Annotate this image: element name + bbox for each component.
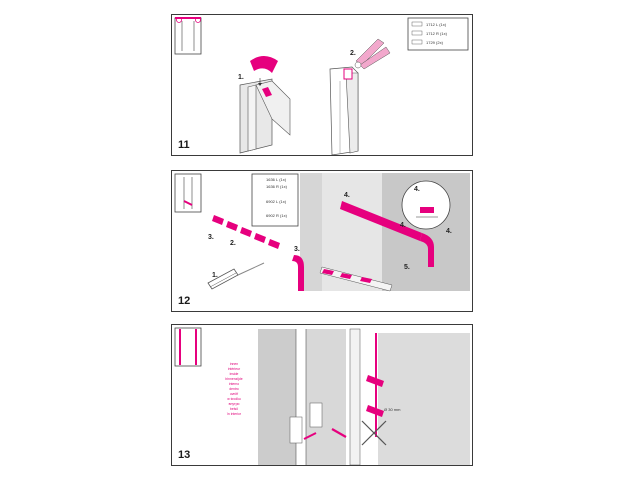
- step-12-panel: 1636 L (1x) 1636 R (1x) 6902 L (1x) 6902…: [171, 170, 473, 312]
- inside-word: interno: [229, 382, 239, 386]
- end-cap-part: [250, 56, 278, 73]
- step-11-panel: 1712 L (1x) 1712 R (1x) 1729 (2x) 1. 2. …: [171, 14, 473, 156]
- inside-word: intérieur: [228, 367, 241, 371]
- pliers-icon: [354, 38, 391, 70]
- part-1712-l-label: 1712 L (1x): [426, 22, 447, 27]
- step-11-illustration: 1712 L (1x) 1712 R (1x) 1729 (2x) 1. 2.: [174, 17, 469, 155]
- shower-thumbnail-icon: [174, 173, 202, 213]
- callout-4b: 4.: [414, 186, 420, 193]
- callout-2: 2.: [230, 240, 236, 247]
- glass-doors-drawing: [258, 329, 347, 465]
- bottom-seal-drawing: [319, 266, 393, 292]
- part-6902-r-label: 6902 R (1x): [266, 213, 288, 218]
- step-13-illustration: innen intérieur inside binnenzijde inter…: [174, 327, 470, 465]
- part-1636-r-label: 1636 R (1x): [266, 184, 288, 189]
- callout-3b: 3.: [294, 246, 300, 253]
- step-13-panel: innen intérieur inside binnenzijde inter…: [171, 324, 473, 466]
- callout-1: 1.: [238, 74, 244, 81]
- step-number: 11: [178, 139, 190, 151]
- inside-word: binnenzijde: [225, 377, 242, 381]
- callout-3a: 3.: [208, 234, 214, 241]
- step-number: 12: [178, 295, 191, 307]
- step-12-illustration: 1636 L (1x) 1636 R (1x) 6902 L (1x) 6902…: [174, 173, 470, 292]
- dimension-label: Ø 30 mm: [384, 407, 401, 412]
- profile-left-drawing: [239, 56, 291, 154]
- step-number: 13: [178, 449, 191, 461]
- profile-right-drawing: [329, 66, 359, 155]
- inside-word: belső: [230, 407, 238, 411]
- inside-word: uvnitř: [230, 392, 239, 396]
- part-1712-r-label: 1712 R (1x): [426, 31, 448, 36]
- inside-text-block: innen intérieur inside binnenzijde inter…: [225, 362, 242, 416]
- wall-seal-drawing: [340, 201, 434, 267]
- part-1636-l-label: 1636 L (1x): [266, 177, 287, 182]
- callout-4d: 4.: [446, 228, 452, 235]
- parts-list-box: 1712 L (1x) 1712 R (1x) 1729 (2x): [407, 17, 469, 51]
- inside-word: dentro: [229, 387, 239, 391]
- part-1729-label: 1729 (2x): [426, 40, 444, 45]
- callout-4a: 4.: [344, 192, 350, 199]
- inside-word: inside: [230, 372, 239, 376]
- callout-5: 5.: [404, 264, 410, 271]
- wall-drawing: [300, 173, 470, 291]
- callout-4c: 4.: [400, 222, 406, 229]
- screwdriver-icon: [361, 420, 387, 446]
- inside-word: innen: [230, 362, 238, 366]
- callout-2: 2.: [350, 50, 356, 57]
- seal-pieces-drawing: [212, 215, 304, 291]
- wall-corner-drawing: [349, 328, 470, 465]
- callout-1: 1.: [212, 272, 218, 279]
- detail-magnifier: [401, 180, 451, 230]
- shower-thumbnail-icon: [174, 17, 202, 55]
- part-6902-l-label: 6902 L (1x): [266, 199, 287, 204]
- inside-word: w środku: [227, 397, 241, 401]
- saw-icon: [207, 262, 265, 290]
- inside-word: внутри: [229, 402, 240, 406]
- shower-thumbnail-icon: [174, 327, 202, 367]
- inside-word: în interior: [226, 412, 242, 416]
- parts-list-box: 1636 L (1x) 1636 R (1x) 6902 L (1x) 6902…: [251, 173, 299, 227]
